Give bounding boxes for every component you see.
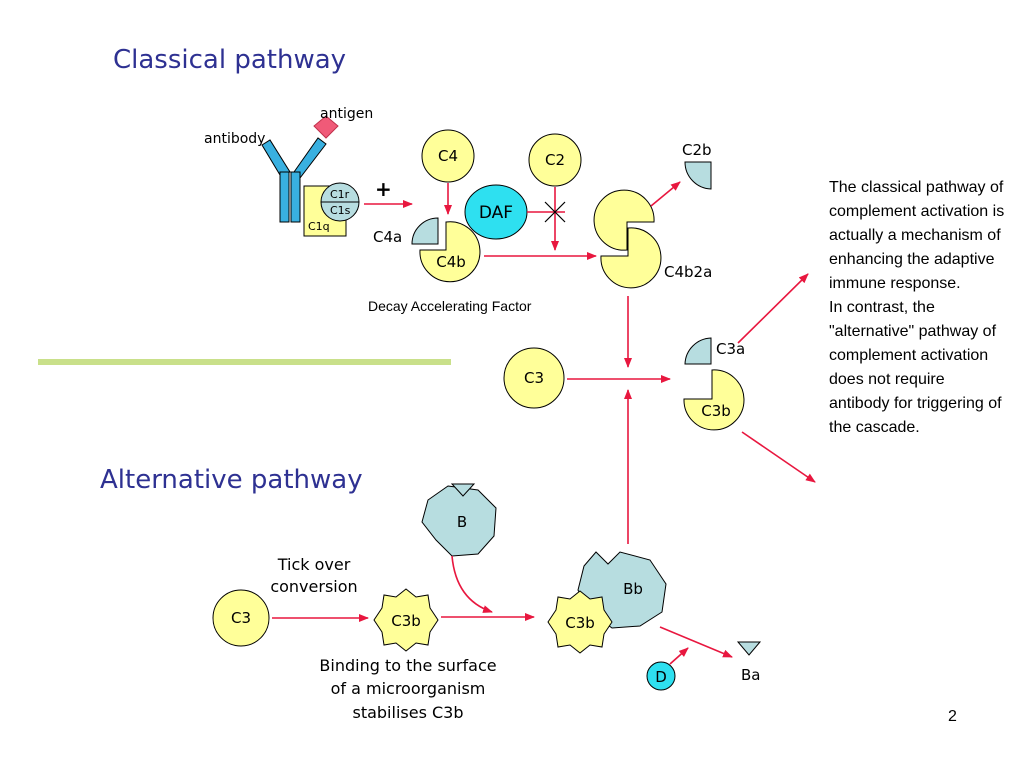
c1r-label: C1r	[330, 188, 350, 201]
explanation-text: The classical pathway of complement acti…	[829, 176, 1009, 440]
daf-label: DAF	[479, 203, 513, 223]
c1s-label: C1s	[330, 204, 351, 217]
c3b-star-2	[547, 590, 613, 654]
b-label: B	[457, 513, 467, 531]
classical-pathway-title: Classical pathway	[113, 45, 346, 75]
c2a-shape	[593, 189, 655, 251]
c3-label-classical: C3	[524, 369, 544, 387]
c3b-star-1	[373, 588, 439, 652]
c3b-shape-classical	[683, 369, 745, 431]
c4a-shape	[411, 217, 439, 245]
c1q-label: C1q	[308, 220, 330, 233]
explanation-para2: In contrast, the "alternative" pathway o…	[829, 299, 1002, 436]
bb-label: Bb	[623, 580, 643, 598]
section-divider	[38, 359, 451, 365]
binding-line2: of a microorganism	[331, 679, 486, 698]
alternative-pathway-title: Alternative pathway	[100, 465, 363, 495]
c4b-shape	[419, 221, 481, 283]
tick-over-line2: conversion	[270, 577, 357, 596]
plus-sign: +	[375, 177, 392, 201]
b-shape	[421, 485, 497, 557]
c3-circle-classical	[503, 347, 565, 409]
c3b-label-alternative-1: C3b	[391, 612, 421, 630]
c4-circle	[421, 129, 475, 183]
c2-circle	[528, 133, 582, 187]
binding-line3: stabilises C3b	[352, 703, 463, 722]
binding-line1: Binding to the surface	[319, 656, 496, 675]
c4-label: C4	[438, 147, 458, 165]
c3b-label-alternative-2: C3b	[565, 614, 595, 632]
tick-over-line1: Tick over	[277, 555, 351, 574]
ba-shape	[736, 641, 762, 656]
c2-label: C2	[545, 151, 565, 169]
explanation-para1: The classical pathway of complement acti…	[829, 179, 1005, 292]
c3-label-alternative: C3	[231, 609, 251, 627]
c3a-shape	[684, 337, 712, 365]
c3b-label-classical: C3b	[701, 402, 731, 420]
ba-label: Ba	[741, 666, 760, 684]
antigen-label: antigen	[320, 106, 373, 122]
c4b-label: C4b	[436, 253, 466, 271]
antibody-c1-complex	[261, 115, 360, 237]
antibody-shape	[279, 171, 290, 223]
c4a-label: C4a	[373, 228, 402, 246]
c3a-label: C3a	[716, 340, 745, 358]
page-number: 2	[948, 708, 957, 725]
antigen-shape	[313, 115, 339, 139]
antibody-label: antibody	[204, 131, 265, 147]
c4b2a-shape	[600, 227, 662, 289]
d-circle	[646, 661, 676, 691]
c2b-shape	[684, 161, 712, 190]
c4b2a-label: C4b2a	[664, 263, 712, 281]
c3-circle-alternative	[212, 589, 270, 647]
d-label: D	[655, 668, 667, 686]
daf-full-name: Decay Accelerating Factor	[368, 298, 532, 314]
c2b-label: C2b	[682, 141, 712, 159]
